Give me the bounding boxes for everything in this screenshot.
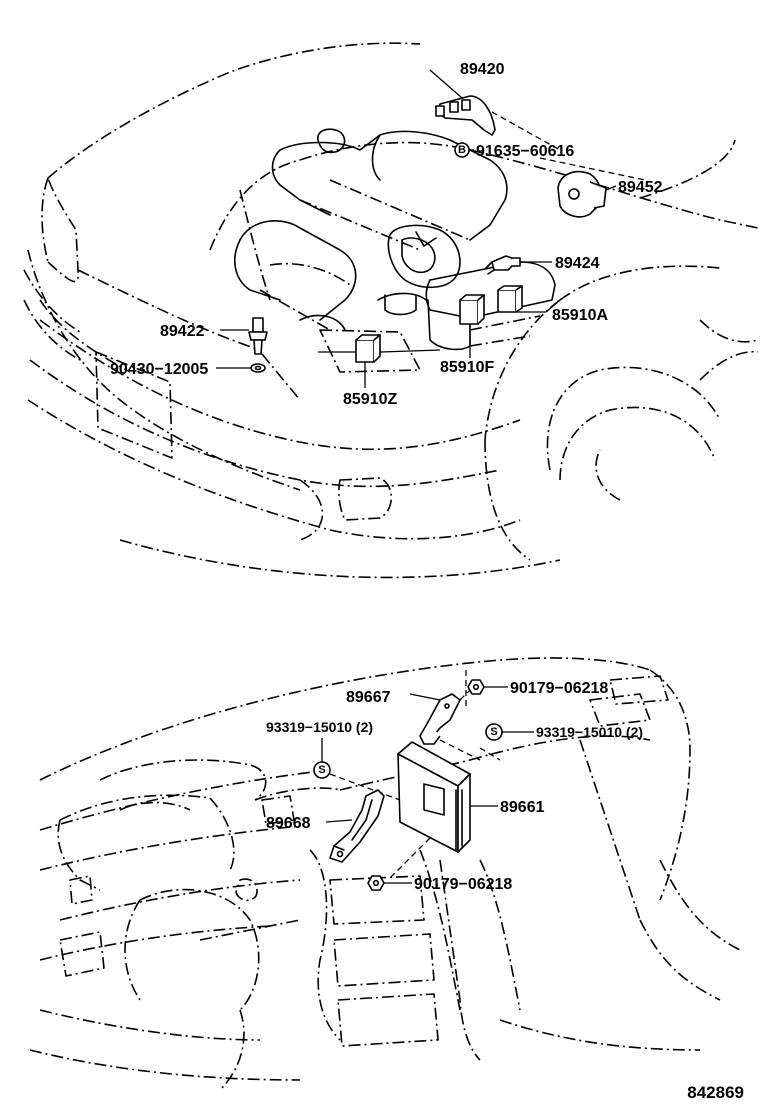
- label-89420: 89420: [460, 61, 505, 78]
- bolt-91635: B: [454, 142, 646, 181]
- label-89424: 89424: [555, 255, 600, 272]
- screw-mark-icon: S: [490, 726, 497, 738]
- dashboard-illustration: [29, 657, 741, 1091]
- ecu-89661: [389, 741, 498, 879]
- sensor-89452: [557, 170, 617, 218]
- label-89452: 89452: [618, 179, 663, 196]
- label-89661: 89661: [500, 799, 545, 816]
- label-93319-15010-left: 93319−15010 (2): [266, 719, 373, 735]
- nut-90179-top: [465, 670, 508, 710]
- bracket-89667: [409, 687, 481, 761]
- screw-mark-icon: S: [318, 764, 325, 776]
- relay-85910F: [459, 294, 485, 358]
- label-85910Z: 85910Z: [343, 391, 397, 408]
- bracket-89668: [325, 789, 385, 863]
- relay-85910A: [497, 285, 561, 313]
- label-93319-15010-right: 93319−15010 (2): [536, 724, 643, 740]
- label-85910A: 85910A: [552, 307, 608, 324]
- sensor-89422: [220, 317, 301, 401]
- screw-93319-left: S: [313, 738, 401, 801]
- engine-bay-illustration: [23, 42, 759, 579]
- label-89667: 89667: [346, 689, 391, 706]
- label-85910F: 85910F: [440, 359, 494, 376]
- label-89422: 89422: [160, 323, 205, 340]
- sensor-89424: [485, 255, 552, 275]
- label-89668: 89668: [266, 815, 311, 832]
- relay-85910Z: [318, 334, 441, 388]
- nut-90179-bottom: [367, 875, 412, 891]
- figure-id: 842869: [687, 1083, 744, 1102]
- bolt-mark-icon: B: [458, 144, 466, 156]
- screw-93319-right: S: [479, 723, 534, 761]
- label-91635-60616: 91635−60616: [476, 143, 574, 160]
- sensor-89420: [429, 69, 561, 151]
- gasket-90430: [216, 363, 266, 373]
- label-90179-06218-top: 90179−06218: [510, 680, 608, 697]
- label-90430-12005: 90430−12005: [110, 361, 208, 378]
- label-90179-06218-bottom: 90179−06218: [414, 876, 512, 893]
